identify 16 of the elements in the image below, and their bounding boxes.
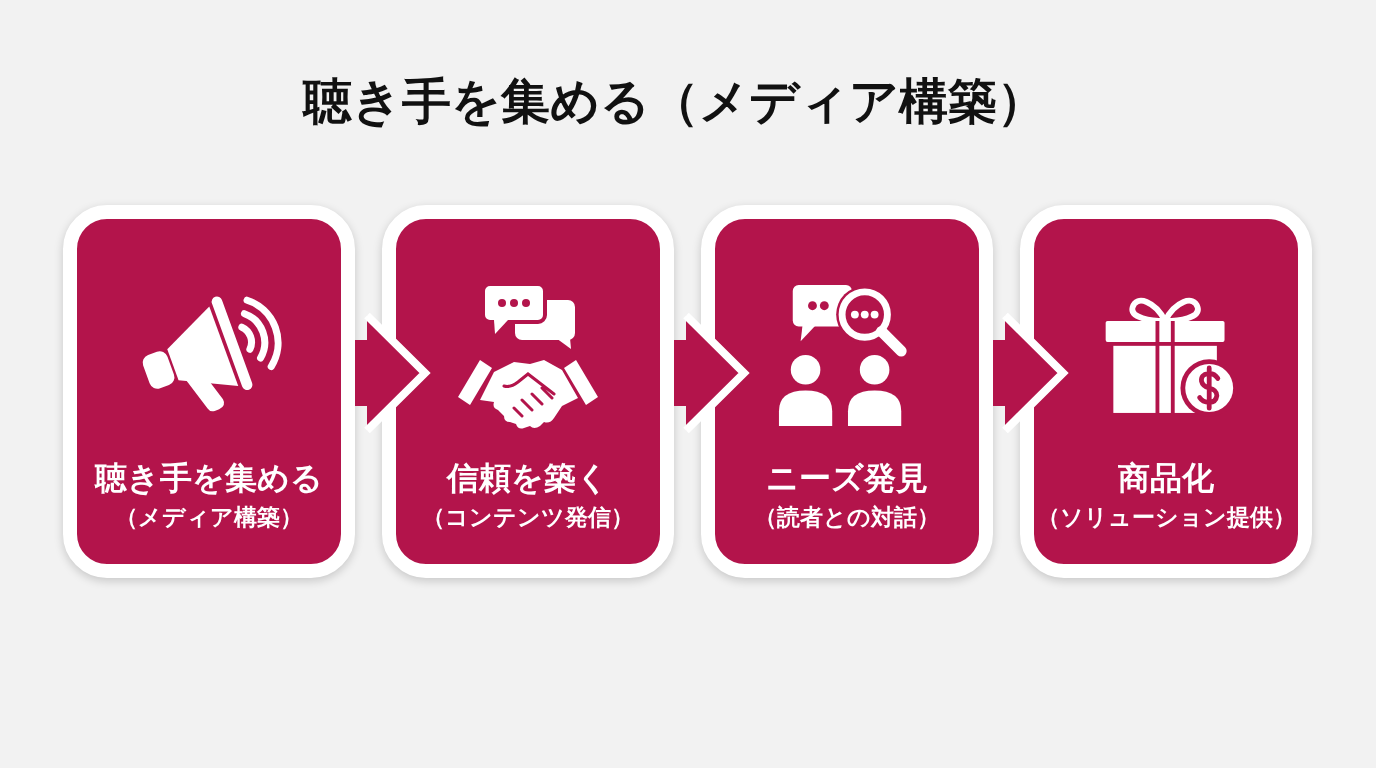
- step-subtitle: （ソリューション提供）: [1036, 503, 1296, 532]
- title: 聴き手を集める（メディア構築）: [302, 72, 1046, 132]
- step-subtitle: （コンテンツ発信）: [422, 503, 634, 532]
- step-card: [63, 205, 355, 578]
- step-card: [701, 205, 993, 578]
- step-title: 商品化: [1118, 459, 1214, 497]
- step-title: 信頼を築く: [447, 459, 609, 497]
- step-subtitle: （読者との対話）: [754, 503, 940, 532]
- step-card: [382, 205, 674, 578]
- step-title: 聴き手を集める: [95, 459, 323, 497]
- arrow: [355, 311, 429, 435]
- step-subtitle: （メディア構築）: [115, 503, 303, 532]
- arrow: [674, 311, 748, 435]
- step-title: ニーズ発見: [766, 459, 928, 497]
- step-card: [1020, 205, 1312, 578]
- arrow: [993, 311, 1067, 435]
